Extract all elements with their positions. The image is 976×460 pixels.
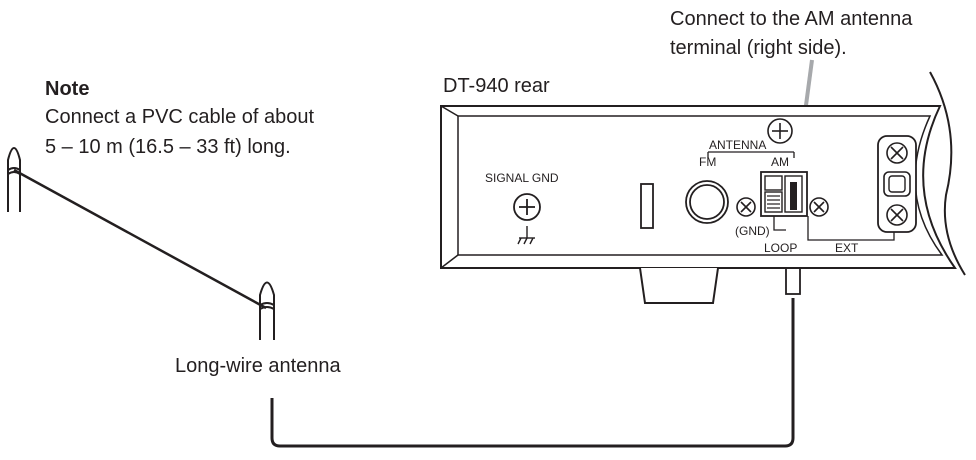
long-wire [13, 168, 267, 310]
antenna-bracket [707, 151, 795, 158]
antenna-post-right [259, 281, 275, 340]
note-line-2: 5 – 10 m (16.5 – 33 ft) long. [45, 136, 291, 158]
lead-wire [270, 298, 795, 448]
loop-label: LOOP [764, 241, 797, 255]
loop-ext-bracket [773, 216, 895, 241]
am-terminal-block[interactable] [760, 171, 808, 217]
panel-slot [640, 183, 654, 229]
device-label: DT-940 rear [443, 75, 550, 97]
ext-label: EXT [835, 241, 859, 255]
note-line-1: Connect a PVC cable of about [45, 106, 315, 128]
am-label: AM [771, 155, 789, 169]
ground-symbol-icon [517, 226, 535, 245]
note-title: Note [45, 78, 89, 100]
fm-label: FM [699, 155, 716, 169]
gnd-label: (GND) [735, 224, 770, 238]
antenna-post-left [7, 147, 21, 212]
ext-terminal-assembly[interactable] [877, 135, 917, 233]
signal-gnd-label: SIGNAL GND [485, 171, 559, 185]
signal-gnd-terminal[interactable] [513, 193, 541, 221]
screw-left-am [736, 197, 756, 217]
antenna-label-panel: ANTENNA [709, 138, 766, 152]
antenna-ground-screw[interactable] [767, 118, 793, 144]
screw-right-am [809, 197, 829, 217]
fm-connector[interactable] [685, 180, 729, 224]
callout-line-2: terminal (right side). [670, 37, 847, 59]
callout-line-1: Connect to the AM antenna [670, 8, 913, 30]
antenna-label: Long-wire antenna [175, 355, 342, 377]
